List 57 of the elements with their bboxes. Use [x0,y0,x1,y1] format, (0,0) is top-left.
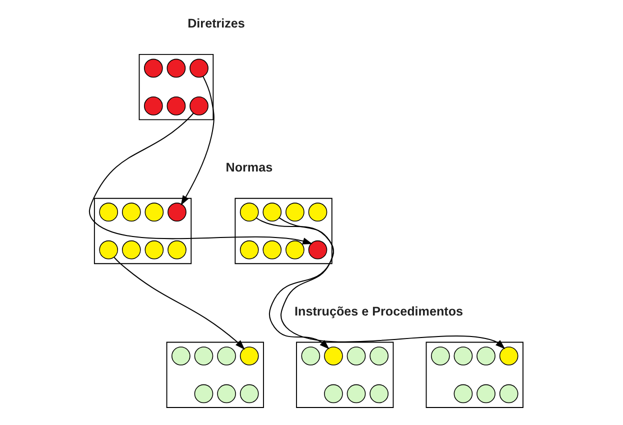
node-circle [168,202,186,222]
cluster [94,198,192,264]
node-circle [308,240,328,260]
node-circle [166,58,186,78]
node-circle [476,346,496,366]
node-circle [286,202,304,222]
arrow [256,218,506,350]
node-circle [301,346,320,366]
node-circle [190,96,208,116]
node-circle [240,202,259,222]
node-circle [476,384,496,404]
node-circle [346,346,366,366]
arrow [268,217,334,350]
node-circle [308,202,328,222]
arrow [180,76,214,206]
node-circle [499,384,518,404]
cluster [296,342,394,408]
node-circle [324,384,343,404]
node-circle [286,240,304,260]
node-circle [190,58,208,78]
node-circle [144,58,163,78]
label: Diretrizes [188,16,245,31]
node-circle [122,202,141,222]
node-circle [240,240,259,260]
cluster [138,54,214,120]
arrow [89,112,313,244]
node-circle [99,202,118,222]
node-circle [217,346,236,366]
node-circle [172,346,190,366]
node-circle [166,96,186,116]
node-circle [454,346,473,366]
node-circle [240,346,259,366]
node-circle [262,202,282,222]
node-circle [324,346,343,366]
node-circle [144,240,164,260]
node-circle [454,384,473,404]
node-circle [122,240,141,260]
node-circle [144,96,163,116]
arrow [114,256,245,350]
node-circle [144,202,164,222]
node-circle [99,240,118,260]
node-circle [346,384,366,404]
node-circle [194,346,214,366]
cluster [426,342,524,408]
node-circle [262,240,282,260]
label: Instruções e Procedimentos [294,304,464,318]
node-circle [240,384,259,404]
node-circle [217,384,236,404]
node-circle [499,346,518,366]
node-circle [370,346,389,366]
node-circle [430,346,450,366]
label: Normas [226,160,273,174]
node-circle [168,240,186,260]
cluster [234,198,332,264]
node-circle [194,384,214,404]
cluster [166,342,264,408]
node-circle [370,384,389,404]
